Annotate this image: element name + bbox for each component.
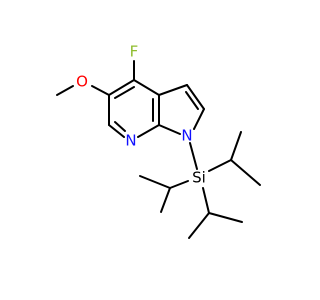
bond-c5-c4-inner xyxy=(114,86,135,99)
bond-n1-c7a xyxy=(158,124,181,135)
bond-c3-c2-inner xyxy=(185,91,199,110)
bond-c5-c4 xyxy=(108,79,135,96)
bond-si-ch-left xyxy=(169,180,189,189)
atom-label-fluorine: F xyxy=(130,43,139,61)
bond-ch-right-me-top xyxy=(230,131,242,161)
bond-c3a-c3 xyxy=(158,84,188,96)
bond-c3-c2 xyxy=(186,84,205,110)
bond-c4-c3a xyxy=(133,79,160,96)
bond-ch-bottom-me-right xyxy=(208,212,243,223)
bond-n7-c6 xyxy=(108,124,125,138)
atom-label-silicon: Si xyxy=(192,169,206,187)
atom-label-pyridine-nitrogen: N xyxy=(125,132,136,150)
atom-labels: F O N N Si xyxy=(76,43,206,187)
bond-c7a-n7 xyxy=(137,124,160,138)
bond-c5-o xyxy=(91,85,110,96)
atom-label-pyrrole-nitrogen: N xyxy=(181,127,192,145)
bond-ch-left-me-left xyxy=(139,175,171,189)
bond-c2-n1 xyxy=(193,108,205,130)
atom-label-oxygen: O xyxy=(76,73,88,91)
chemical-structure-diagram: F O N N Si xyxy=(56,43,261,239)
bond-n7-c6-inner xyxy=(114,121,126,132)
bond-lines xyxy=(56,60,261,239)
bond-ch-left-me-down xyxy=(160,187,171,213)
bond-n1-si xyxy=(189,142,198,170)
bond-si-ch-right xyxy=(208,159,232,172)
bond-ch-bottom-me-left xyxy=(188,212,210,239)
bond-o-ch3 xyxy=(56,85,74,96)
bond-ch-right-me-right xyxy=(230,159,261,186)
bond-si-ch-bottom xyxy=(202,187,210,214)
